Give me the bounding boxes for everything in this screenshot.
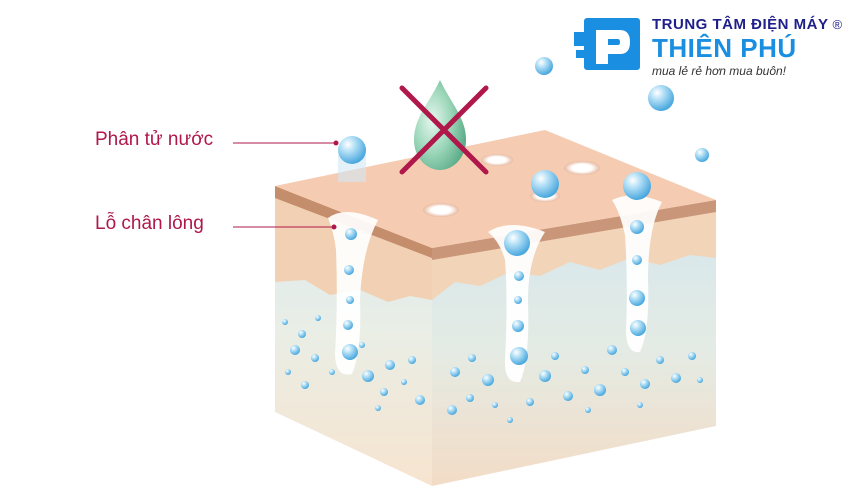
leader-dot — [331, 224, 337, 230]
water-bubble — [623, 172, 651, 200]
water-bubble — [535, 57, 553, 75]
label-pore: Lỗ chân lông — [95, 213, 204, 234]
surface-pore — [423, 203, 459, 217]
surface-pore — [564, 161, 600, 175]
label-water-molecule: Phân tử nước — [95, 129, 214, 150]
water-bubble — [695, 148, 709, 162]
pore-channel — [328, 211, 378, 375]
water-bubble — [512, 320, 524, 332]
water-bubble — [629, 290, 645, 306]
dermis-bubbles — [282, 315, 703, 423]
registered-mark: ® — [832, 17, 843, 32]
pore-channel — [612, 195, 662, 353]
water-molecule-bubble — [338, 136, 366, 164]
water-bubble — [531, 170, 559, 198]
water-bubble — [648, 85, 674, 111]
brand-logo: TRUNG TÂM ĐIỆN MÁY® THIÊN PHÚ mua lẻ rẻ … — [574, 14, 843, 82]
leader-dot — [333, 140, 339, 146]
water-bubble — [510, 347, 528, 365]
water-bubble — [632, 255, 642, 265]
water-bubble — [630, 320, 646, 336]
logo-top-line: TRUNG TÂM ĐIỆN MÁY — [652, 16, 829, 33]
logo-brand-name: THIÊN PHÚ — [652, 33, 797, 63]
x-mark-icon — [399, 85, 489, 175]
surface-pore — [481, 154, 513, 166]
water-bubble — [342, 344, 358, 360]
thien-phu-logo-icon — [574, 18, 640, 70]
water-bubble — [346, 296, 354, 304]
skin-surface — [275, 130, 716, 248]
water-bubble — [344, 265, 354, 275]
logo-slogan: mua lẻ rẻ hơn mua buôn! — [652, 64, 786, 78]
water-bubble — [630, 220, 644, 234]
water-bubble — [504, 230, 530, 256]
water-bubble — [514, 271, 524, 281]
water-bubble — [345, 228, 357, 240]
water-bubble — [514, 296, 522, 304]
water-bubble — [343, 320, 353, 330]
